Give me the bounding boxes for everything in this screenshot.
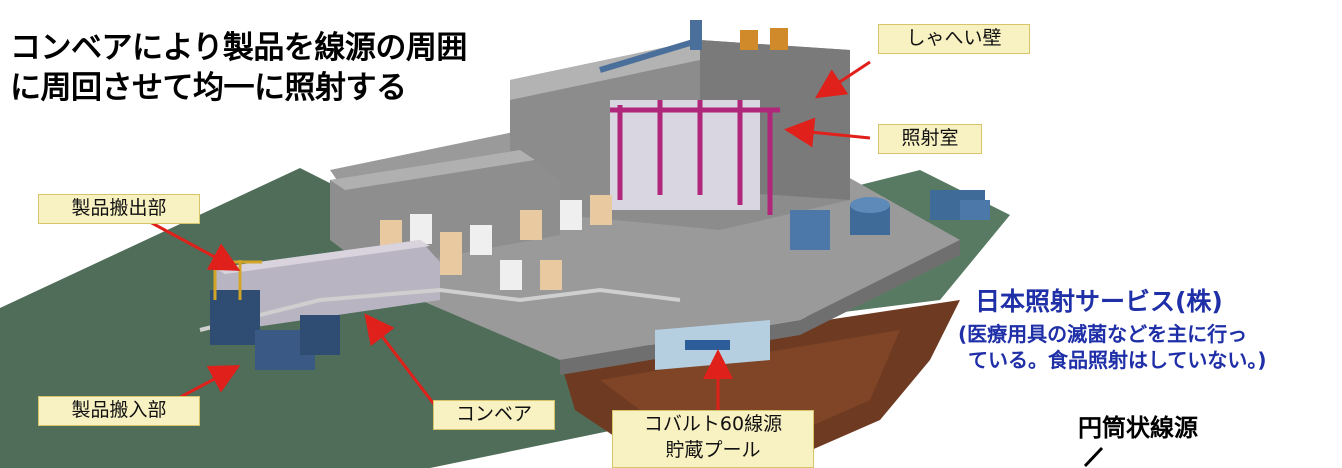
irradiation-room [610, 100, 760, 210]
source-pointer-line [1083, 446, 1104, 468]
source-hoist [599, 20, 788, 73]
arrow-exit [149, 220, 241, 271]
product-boxes [380, 195, 612, 290]
deck-equipment [790, 190, 990, 250]
arrow-room [784, 117, 871, 148]
company-name: 日本照射サービス(株) [975, 287, 1223, 316]
label-shielding-wall: しゃへい壁 [878, 24, 1030, 54]
title-line-2: に周回させて均一に照射する [10, 70, 407, 106]
label-storage-pool: コバルト60線源 貯蔵プール [612, 410, 814, 468]
title-line-1: コンベアにより製品を線源の周囲 [10, 30, 467, 66]
label-irradiation-room: 照射室 [878, 124, 982, 154]
entry-machinery [210, 260, 340, 370]
magenta-racks [610, 100, 780, 215]
conveyor-line [199, 287, 681, 332]
arrow-wall [814, 60, 871, 99]
company-note-line-1: (医療用具の滅菌などを主に行っ [958, 322, 1248, 346]
callout-arrows [149, 60, 871, 418]
label-product-entry: 製品搬入部 [38, 396, 200, 426]
label-storage-pool-line2: 貯蔵プール [665, 439, 761, 461]
label-storage-pool-line1: コバルト60線源 [643, 413, 783, 435]
arrow-conveyor [364, 313, 442, 413]
label-product-exit: 製品搬出部 [38, 194, 200, 224]
company-note-line-2: ている。食品照射はしていない。) [968, 348, 1267, 372]
cylindrical-source-label: 円筒状線源 [1078, 414, 1198, 442]
label-conveyor: コンベア [433, 400, 555, 430]
